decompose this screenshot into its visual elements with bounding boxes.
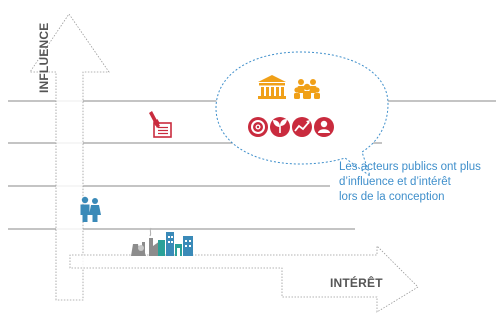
government-building-icon (258, 75, 286, 99)
callout-line: lors de la conception (339, 191, 445, 203)
couple-icon (80, 196, 101, 222)
group-icon (294, 79, 320, 99)
seedling-icon (270, 117, 290, 137)
target-icon (248, 117, 268, 137)
callout-line: d’influence et d’intérêt (339, 176, 451, 188)
callout-text: Les acteurs publics ont plus d’influence… (339, 160, 498, 205)
x-axis-arrow (69, 245, 419, 313)
contract-signing-icon (149, 111, 172, 138)
x-axis-label: INTÉRÊT (330, 276, 383, 290)
y-axis-label: INFLUENCE (37, 22, 51, 93)
city-buildings-icon (158, 232, 193, 256)
person-icon (314, 117, 334, 137)
speech-bubble (215, 51, 389, 178)
growth-chart-icon (292, 117, 312, 137)
callout-line: Les acteurs publics ont plus (339, 161, 481, 173)
